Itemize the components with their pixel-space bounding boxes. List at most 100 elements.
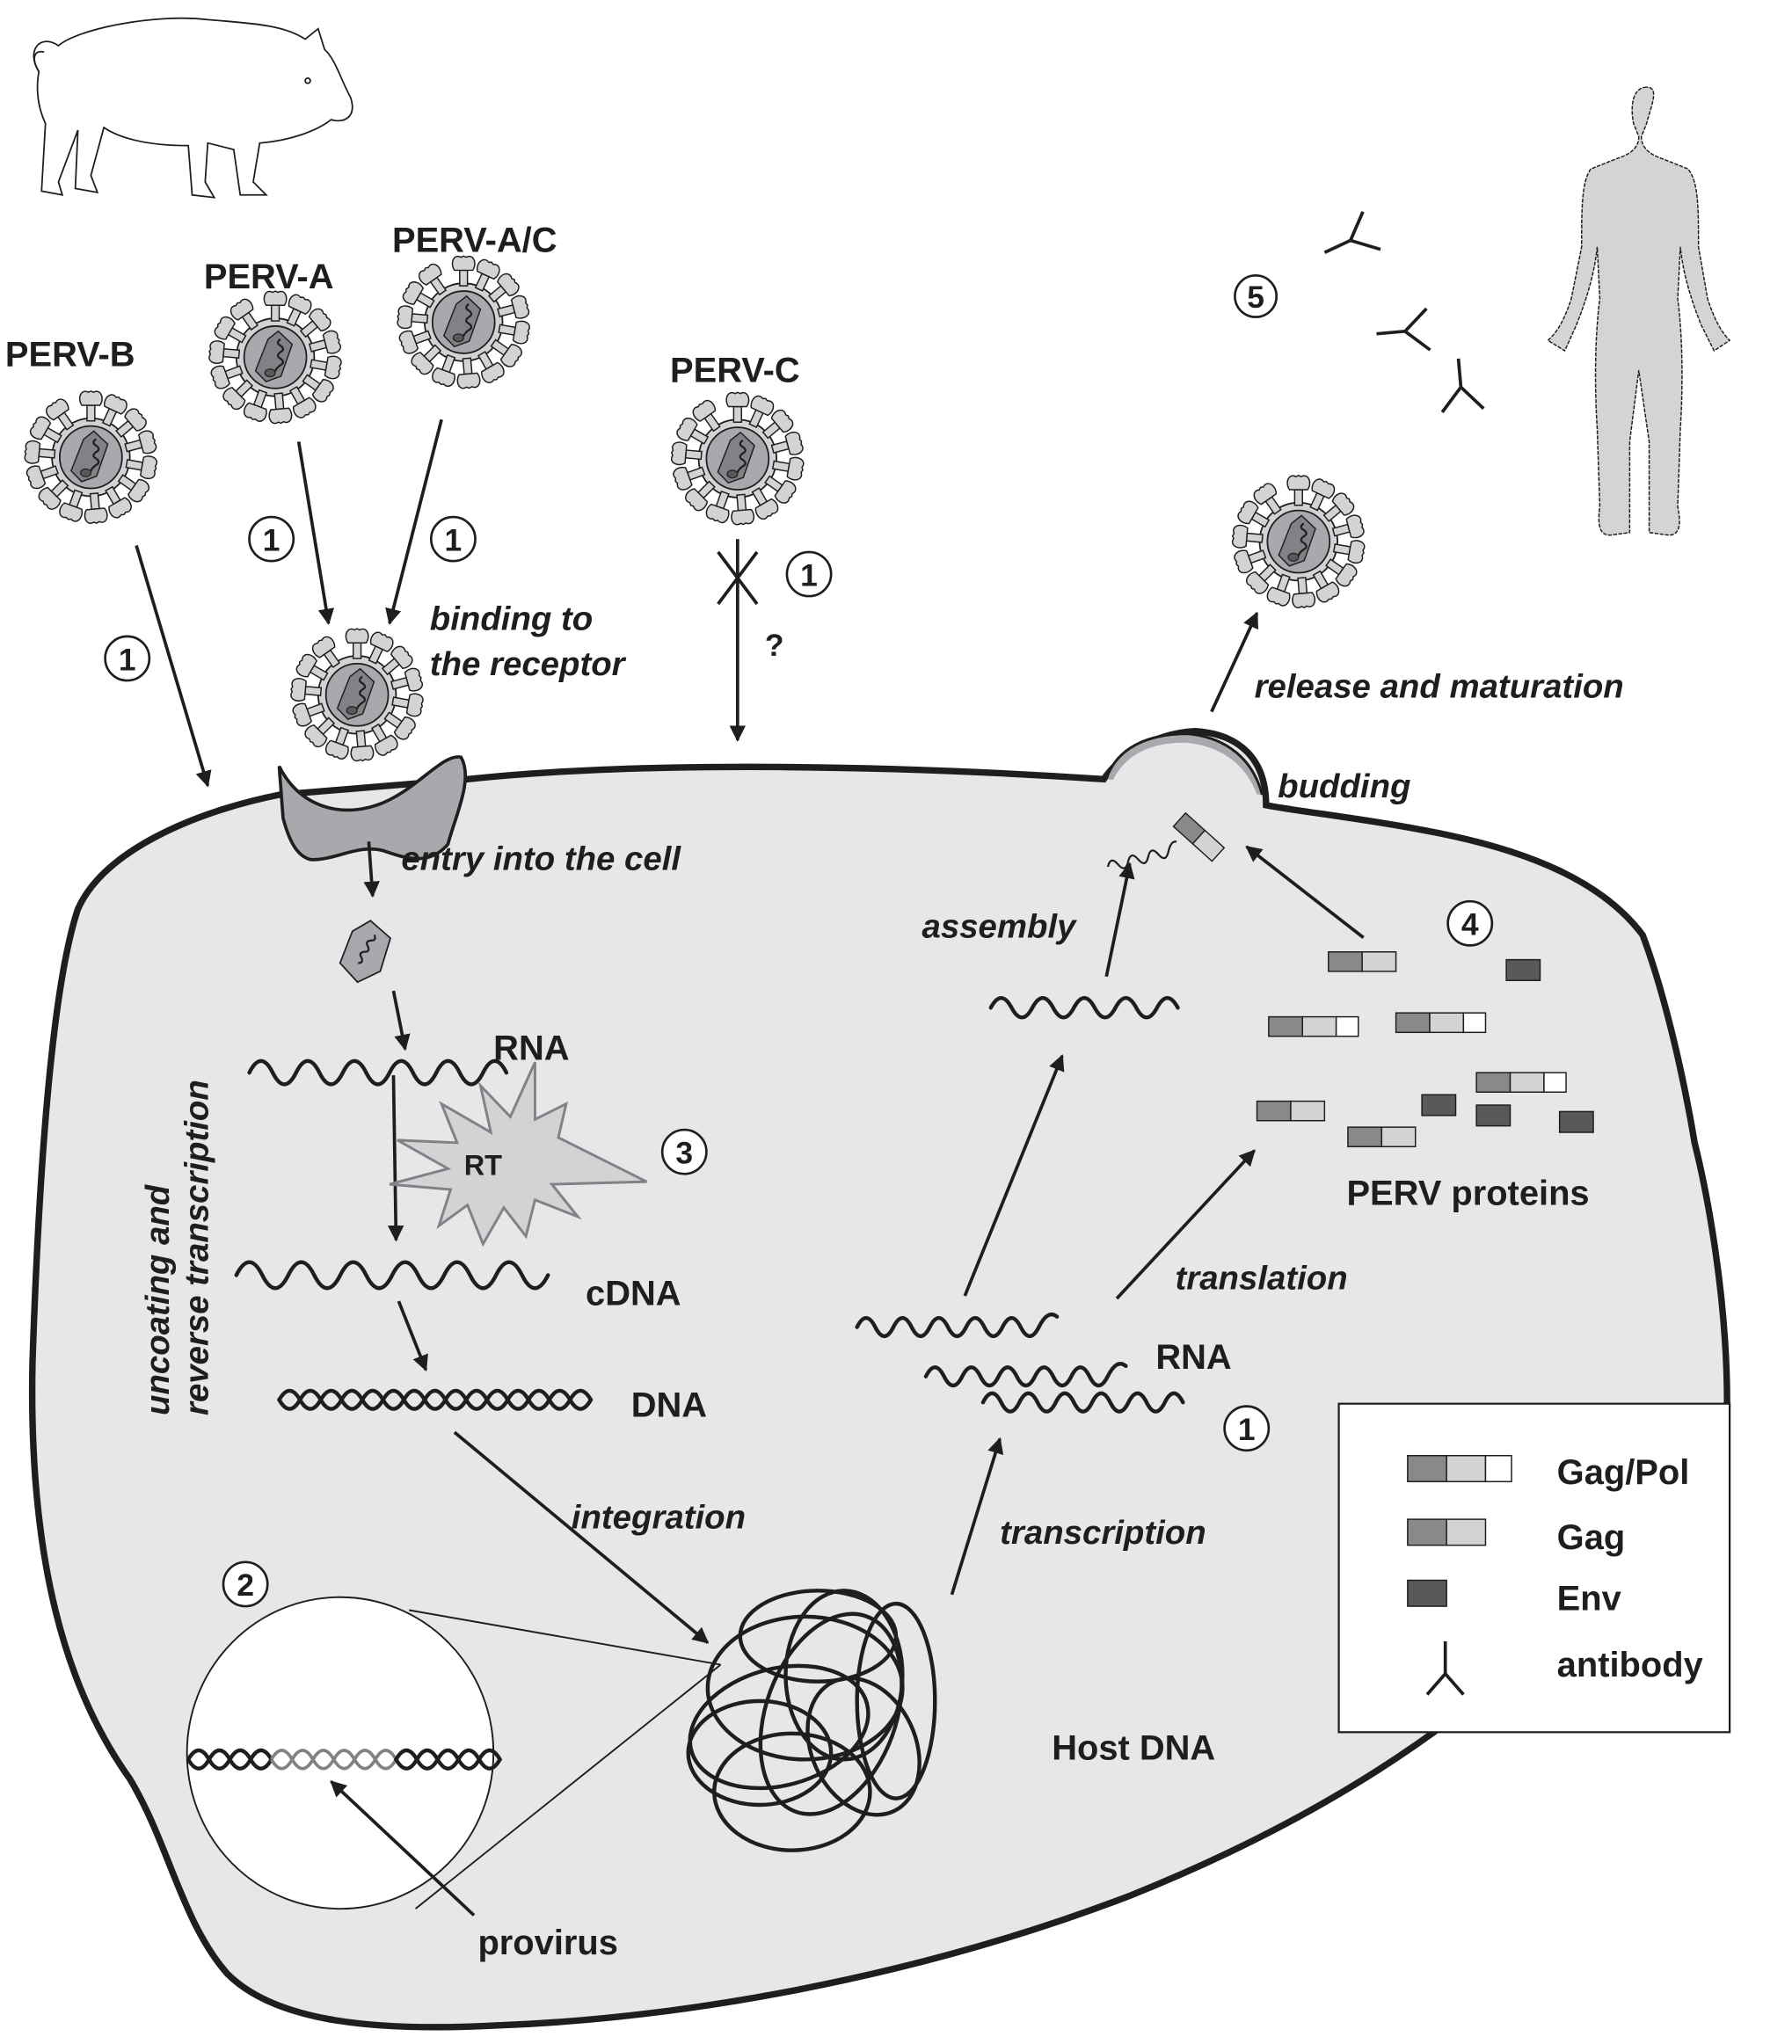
legend-label-gag-pol: Gag/Pol: [1557, 1453, 1690, 1492]
label-rt: RT: [464, 1150, 502, 1182]
virus-perv-a: [208, 291, 343, 424]
svg-text:5: 5: [1247, 280, 1264, 315]
legend-label-antibody: antibody: [1557, 1646, 1703, 1684]
step-marker-1-transcription: 1: [1223, 1405, 1271, 1452]
protein-gag: [1256, 1100, 1326, 1122]
arrow-entry: [363, 841, 380, 898]
legend-swatch-gag: [1407, 1518, 1487, 1546]
svg-text:1: 1: [263, 522, 280, 557]
svg-text:1: 1: [800, 557, 818, 593]
label-entry: entry into the cell: [401, 840, 681, 878]
virus-perv-ac: [397, 256, 531, 389]
legend-label-env: Env: [1557, 1579, 1621, 1618]
protein-gag-pol: [1268, 1015, 1359, 1037]
arrow-proteins-to-bud: [1245, 845, 1365, 939]
legend-label-gag: Gag: [1557, 1518, 1626, 1557]
pig-icon: [33, 17, 353, 199]
step-marker-1-perv-c: 1: [785, 550, 833, 598]
protein-env: [1475, 1104, 1512, 1127]
label-budding: budding: [1278, 767, 1410, 805]
arrow-translation: [1115, 1149, 1256, 1300]
arrow-perv-ac: [385, 418, 443, 625]
svg-text:1: 1: [119, 642, 136, 677]
label-release: release and maturation: [1255, 667, 1624, 705]
step-marker-1-perv-a: 1: [248, 515, 295, 563]
label-uncoating-line2: reverse transcription: [178, 1080, 215, 1415]
label-binding-line2: the receptor: [430, 645, 627, 683]
step-marker-2: 2: [222, 1560, 269, 1608]
provirus-dna: [186, 1748, 502, 1771]
label-integration: integration: [572, 1498, 746, 1536]
label-perv-b: PERV-B: [5, 336, 135, 375]
rna-strand-right-3: [980, 1391, 1185, 1414]
uncertain-mark: ?: [765, 628, 784, 663]
step-marker-1-perv-ac: 1: [429, 515, 477, 563]
legend-swatch-antibody: [1425, 1640, 1465, 1696]
label-perv-c: PERV-C: [670, 351, 800, 389]
perv-proteins: [1256, 951, 1594, 1148]
legend-swatch-gag-pol: [1407, 1455, 1512, 1483]
arrow-cdna-dna: [397, 1300, 428, 1372]
step-marker-1-perv-b: 1: [104, 635, 151, 682]
step-marker-4: 4: [1446, 899, 1494, 947]
virus-released: [1232, 476, 1366, 608]
svg-text:4: 4: [1461, 907, 1479, 942]
svg-text:3: 3: [675, 1135, 693, 1170]
svg-text:1: 1: [1238, 1412, 1256, 1447]
arrow-transcription: [950, 1437, 1004, 1596]
protein-env: [1505, 958, 1541, 981]
host-dna-tangle: [686, 1589, 937, 1852]
arrow-integration: [453, 1430, 710, 1644]
antibody-icon: [1436, 355, 1486, 414]
antibody-icon: [1314, 209, 1382, 273]
arrow-assembly: [1104, 862, 1135, 978]
label-perv-a: PERV-A: [204, 258, 334, 296]
antibody-icon: [1373, 307, 1432, 357]
human-icon: [1547, 86, 1731, 536]
protein-gag: [1328, 951, 1397, 972]
arrow-uncoating: [391, 990, 411, 1051]
arrow-release: [1210, 611, 1259, 713]
label-transcription: transcription: [1000, 1514, 1206, 1552]
blocked-x-icon: [717, 550, 759, 606]
capsid-icon: [339, 920, 392, 984]
antibodies: [1314, 209, 1486, 414]
arrow-rt: [387, 1075, 404, 1242]
protein-gag-pol: [1395, 1012, 1487, 1034]
gag-in-bud: [1172, 811, 1226, 862]
cdna-strand: [234, 1260, 550, 1291]
svg-text:2: 2: [237, 1568, 254, 1603]
protein-gag: [1347, 1126, 1417, 1148]
virus-bound: [290, 629, 425, 761]
label-cdna: cDNA: [586, 1274, 681, 1313]
label-rna-right: RNA: [1155, 1338, 1231, 1377]
arrow-perv-a: [296, 441, 335, 625]
label-assembly: assembly: [922, 908, 1078, 946]
protein-gag-pol: [1475, 1072, 1567, 1093]
label-host-dna: Host DNA: [1052, 1728, 1215, 1767]
rna-strand-right-2: [923, 1362, 1128, 1388]
dna-double-helix: [277, 1388, 594, 1411]
label-perv-ac: PERV-A/C: [392, 222, 557, 260]
legend: Gag/Pol Gag Env antibody: [1337, 1402, 1731, 1734]
arrow-perv-b: [135, 544, 212, 788]
arrow-provirus: [330, 1780, 476, 1917]
label-dna: DNA: [631, 1386, 707, 1424]
label-provirus: provirus: [477, 1924, 617, 1962]
protein-env: [1421, 1094, 1457, 1117]
label-perv-proteins: PERV proteins: [1346, 1175, 1589, 1213]
rna-strand-right-1: [855, 1312, 1060, 1339]
label-translation: translation: [1176, 1260, 1348, 1298]
rna-strand-assembly: [988, 996, 1180, 1020]
label-binding-line1: binding to: [430, 600, 593, 638]
receptor: [277, 755, 468, 862]
step-marker-3: 3: [660, 1128, 708, 1175]
label-rna-left: RNA: [493, 1029, 569, 1067]
rna-strand-left: [247, 1058, 509, 1087]
label-uncoating-line1: uncoating and: [139, 1183, 177, 1415]
legend-swatch-env: [1407, 1579, 1447, 1607]
protein-env: [1558, 1110, 1594, 1133]
virus-perv-b: [24, 391, 158, 524]
arrow-to-assembly-rna: [963, 1054, 1065, 1297]
